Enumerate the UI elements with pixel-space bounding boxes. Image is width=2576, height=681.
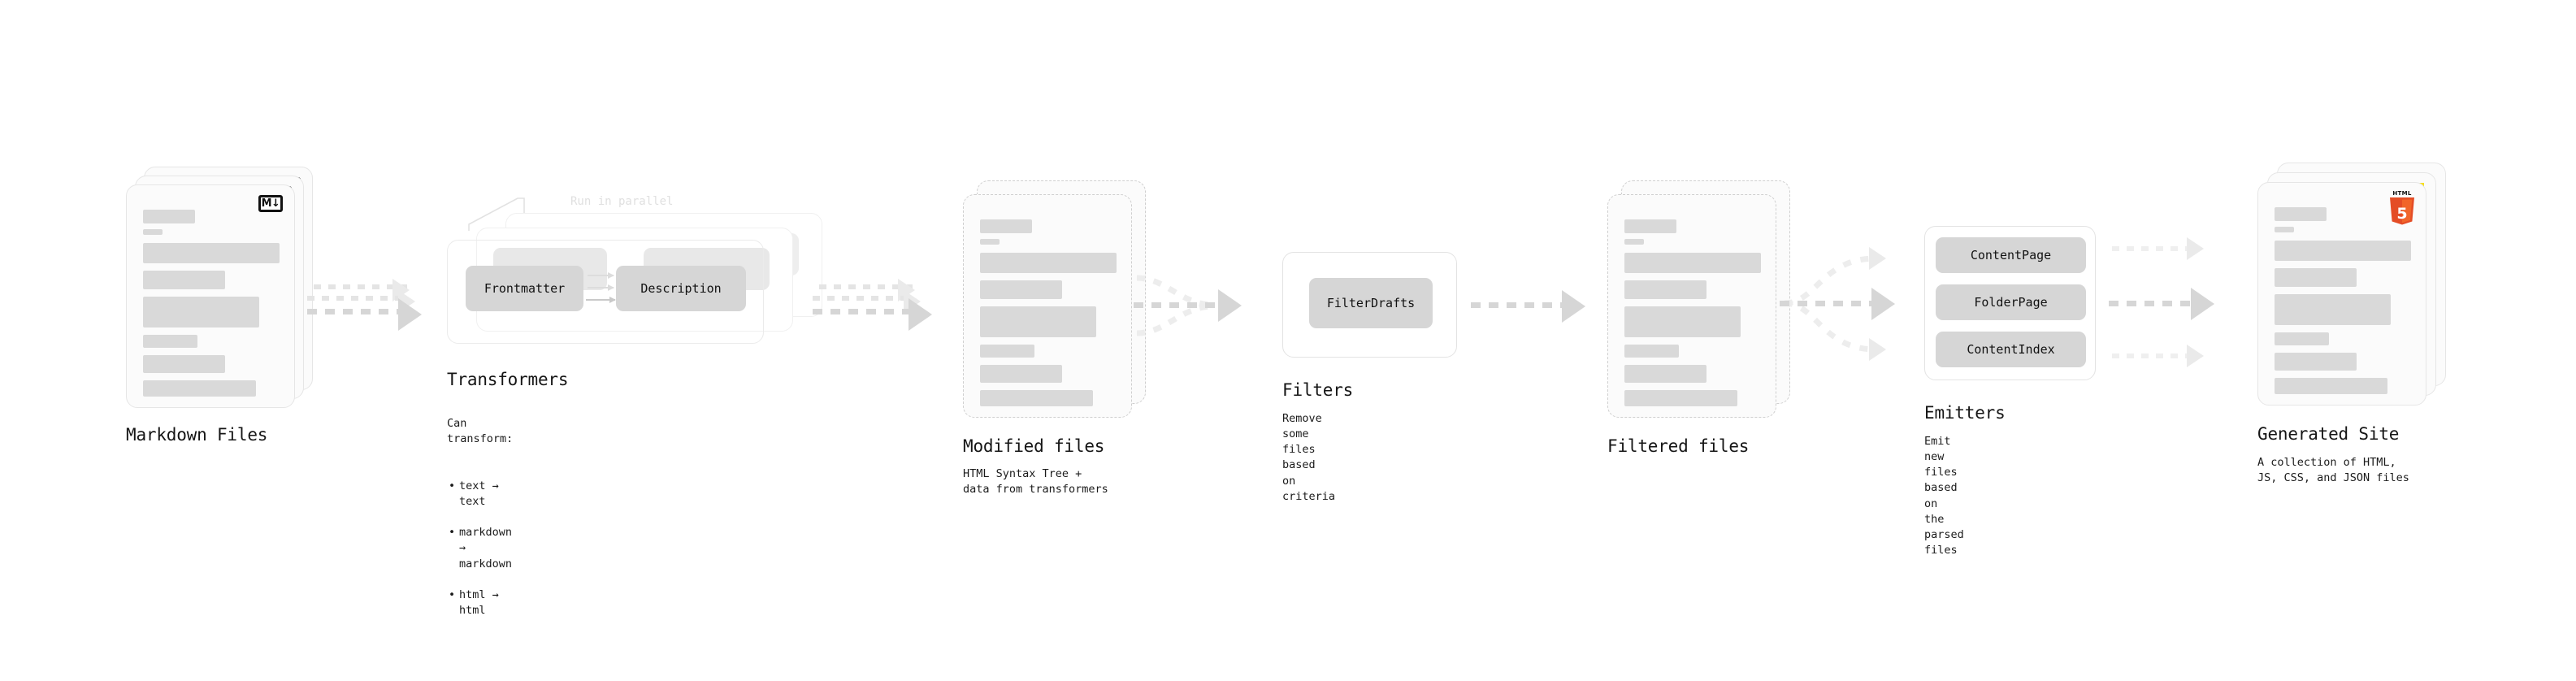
stage-title-generated-site: Generated Site [2257, 424, 2400, 444]
generated-card-front: HTML 5 [2257, 182, 2426, 406]
pill-contentindex[interactable]: ContentIndex [1936, 332, 2086, 367]
transformer-inner-arrow [586, 297, 616, 302]
can-transform-heading: Can transform: [447, 417, 514, 446]
markdown-file-stack: M↓ M↓ M↓ [126, 167, 313, 410]
connector-filters-to-filtered [1471, 288, 1601, 337]
stage-generated-site: CSS HTML [2257, 163, 2448, 484]
generated-site-stack: CSS HTML [2257, 163, 2448, 406]
emitters-box: ContentPage FolderPage ContentIndex [1924, 226, 2096, 380]
card-placeholder-lines [1624, 219, 1761, 412]
pill-description[interactable]: Description [616, 266, 746, 311]
connector-transformers-to-modified [813, 276, 959, 341]
markdown-badge: M↓ [258, 195, 283, 212]
card-placeholder-lines [143, 210, 280, 402]
card-placeholder-lines [2275, 207, 2411, 400]
generated-site-description: A collection of HTML, JS, CSS, and JSON … [2257, 456, 2409, 485]
transform-list: text → text markdown → markdown html → h… [447, 463, 513, 635]
connector-modified-to-filters [1134, 260, 1272, 358]
stage-title-transformers: Transformers [447, 370, 569, 389]
transform-item: text → text [449, 479, 513, 510]
stage-title-markdown-files: Markdown Files [126, 425, 268, 445]
filtered-file-stack [1607, 180, 1790, 424]
stage-title-filtered-files: Filtered files [1607, 436, 1750, 456]
modified-files-description: HTML Syntax Tree + data from transformer… [963, 467, 1108, 497]
run-in-parallel-bracket [467, 195, 565, 232]
pill-folderpage[interactable]: FolderPage [1936, 284, 2086, 320]
transformer-inner-arrow [588, 272, 614, 278]
transformers-description: Can transform: text → text markdown → ma… [447, 401, 513, 650]
modified-card-front [963, 194, 1132, 418]
stage-markdown-files: M↓ M↓ M↓ [126, 167, 313, 445]
run-in-parallel-label: Run in parallel [570, 195, 674, 208]
transform-item: markdown → markdown [449, 525, 513, 571]
stage-filtered-files: Filtered files [1607, 180, 1790, 456]
stage-modified-files: Modified files HTML Syntax Tree + data f… [963, 180, 1146, 496]
pill-frontmatter[interactable]: Frontmatter [466, 266, 583, 311]
markdown-card-front: M↓ [126, 184, 295, 408]
svg-text:5: 5 [2396, 205, 2407, 223]
emitters-description: Emit new files based on the parsed files [1924, 435, 1964, 557]
connector-md-to-transformers [307, 276, 437, 341]
connector-filtered-to-emitters [1780, 232, 1930, 374]
filters-description: Remove some files based on criteria [1282, 412, 1336, 503]
modified-file-stack [963, 180, 1146, 424]
stage-title-modified-files: Modified files [963, 436, 1105, 456]
pill-filterdrafts[interactable]: FilterDrafts [1309, 278, 1433, 328]
card-placeholder-lines [980, 219, 1117, 412]
filtered-card-front [1607, 194, 1776, 418]
html5-icon: HTML 5 [2388, 190, 2416, 225]
filters-box: FilterDrafts [1282, 252, 1457, 358]
stage-title-filters: Filters [1282, 380, 1354, 400]
transformer-inner-arrow [588, 284, 614, 290]
transformer-box-front: Frontmatter Description [447, 240, 764, 344]
transform-item: html → html [449, 588, 513, 618]
stage-title-emitters: Emitters [1924, 403, 2006, 423]
connector-emitters-to-site [2109, 232, 2251, 378]
pill-contentpage[interactable]: ContentPage [1936, 237, 2086, 273]
